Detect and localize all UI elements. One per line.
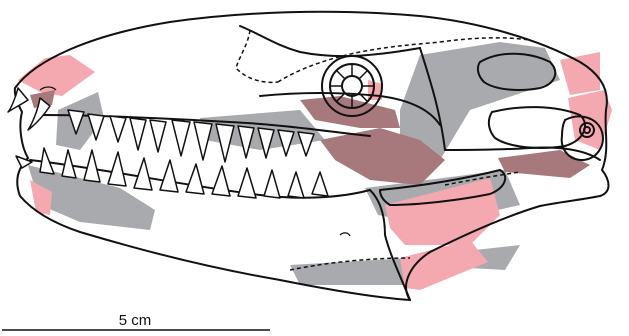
upper-tooth	[110, 116, 126, 142]
scale-bar-label: 5 cm	[100, 312, 170, 329]
lower-tooth	[108, 152, 126, 186]
upper-tooth	[150, 120, 166, 152]
lower-tooth	[84, 150, 100, 182]
upper-tooth	[28, 98, 50, 130]
upper-tooth	[130, 118, 146, 150]
brown-region-vomer	[300, 96, 400, 128]
lower-tooth	[134, 158, 152, 190]
pink-region-snout-tip	[18, 55, 95, 96]
sclerotic-ring	[322, 56, 382, 116]
lower-tooth	[312, 172, 328, 196]
upper-tooth	[8, 88, 28, 112]
lower-tooth	[212, 166, 230, 196]
lower-tooth	[62, 150, 76, 178]
upper-tooth	[172, 120, 190, 156]
parietal-suture-dashed	[440, 38, 530, 42]
lower-tooth	[238, 168, 256, 198]
orbit-ring-plates	[330, 64, 374, 108]
upper-tooth	[194, 122, 212, 160]
lower-tooth	[288, 172, 304, 198]
brown-region-pterygoid	[498, 150, 590, 178]
upper-tooth	[298, 132, 314, 156]
lower-tooth	[40, 148, 54, 174]
foramen-mark	[340, 233, 350, 236]
pink-region-articular	[400, 240, 488, 290]
lower-tooth	[160, 160, 178, 192]
lower-tooth	[264, 170, 280, 198]
lower-tooth	[186, 164, 204, 194]
skull-roof-suture	[240, 26, 420, 56]
nasal-suture-dashed	[236, 30, 278, 82]
